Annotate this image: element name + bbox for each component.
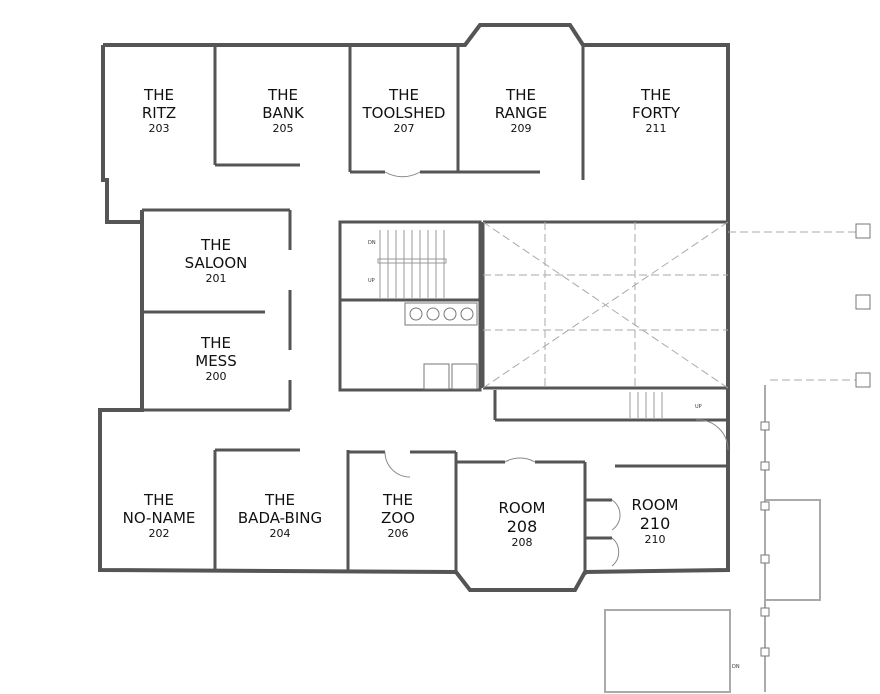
room-number: 202 — [148, 527, 170, 540]
room-name: RITZ — [141, 104, 177, 122]
porch — [604, 385, 821, 693]
room-number: 211 — [645, 122, 667, 135]
room-label-line1: ROOM — [631, 496, 679, 514]
room-name: ZOO — [381, 509, 415, 527]
room-name: BANK — [262, 104, 304, 122]
door-swings — [384, 171, 729, 567]
room-name: TOOLSHED — [362, 104, 446, 122]
room-label-line1: THE — [383, 491, 413, 509]
room-label-line1: THE — [265, 491, 295, 509]
room-label-line1: THE — [144, 86, 174, 104]
room-number: 209 — [510, 122, 532, 135]
room-number: 200 — [205, 370, 227, 383]
room-number: 208 — [511, 536, 533, 550]
exterior-stair-dn-label: DN — [732, 664, 740, 670]
room-name: 208 — [506, 517, 538, 536]
room-number: 204 — [269, 527, 291, 540]
east-stair-up-label: UP — [695, 404, 702, 410]
room-label-line1: ROOM — [498, 499, 546, 517]
room-label-line1: THE — [201, 236, 231, 254]
atrium-open-to-below — [482, 221, 862, 389]
room-number: 210 — [644, 533, 666, 547]
room-label-line1: THE — [389, 86, 419, 104]
exterior-walls — [98, 23, 730, 592]
room-label-line1: THE — [506, 86, 536, 104]
interior-walls — [142, 45, 728, 575]
room-name: BADA-BING — [237, 509, 323, 527]
room-label-line1: THE — [268, 86, 298, 104]
sinks — [404, 302, 478, 390]
room-number: 206 — [387, 527, 409, 540]
room-label-line1: THE — [641, 86, 671, 104]
porch-posts — [760, 223, 871, 657]
stair-dn-label: DN — [368, 240, 376, 246]
room-number: 201 — [205, 272, 227, 285]
stair-up-label: UP — [368, 278, 375, 284]
room-name: MESS — [195, 352, 237, 370]
room-label-line1: THE — [144, 491, 174, 509]
room-number: 207 — [393, 122, 415, 135]
room-number: 205 — [272, 122, 294, 135]
room-number: 203 — [148, 122, 170, 135]
room-name: SALOON — [184, 254, 248, 272]
room-name: NO-NAME — [122, 509, 196, 527]
room-name: FORTY — [631, 104, 681, 122]
room-label-line1: THE — [201, 334, 231, 352]
room-name: RANGE — [494, 104, 548, 122]
room-name: 210 — [639, 514, 671, 533]
stair-treads — [377, 230, 663, 418]
